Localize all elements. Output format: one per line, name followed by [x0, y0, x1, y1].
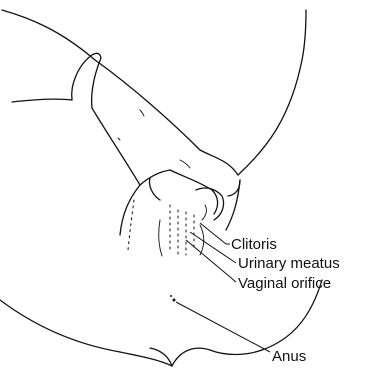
vulva-detail: [159, 205, 204, 302]
labels: Clitoris Urinary meatus Vaginal orifice …: [231, 236, 340, 365]
label-urinary-meatus: Urinary meatus: [238, 255, 340, 272]
anus-marker: [173, 299, 176, 302]
gloved-hand: [2, 10, 240, 220]
label-anus: Anus: [272, 348, 306, 365]
body-outline: [0, 10, 322, 366]
label-clitoris: Clitoris: [231, 236, 277, 253]
urinary-meatus-leader: [190, 232, 236, 263]
label-vaginal-orifice: Vaginal orifice: [238, 275, 331, 292]
anus-leader: [176, 302, 270, 352]
